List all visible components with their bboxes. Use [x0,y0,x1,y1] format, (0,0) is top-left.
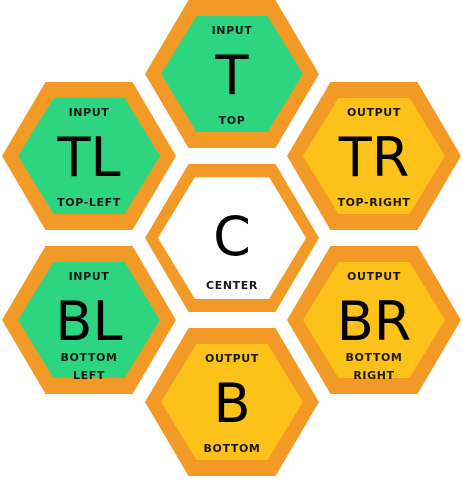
hex-fill [303,262,445,378]
hex-top-right: OUTPUT TR TOP-RIGHT [287,82,461,230]
hex-label-line2: LEFT [73,369,105,382]
hex-role-label: INPUT [212,24,253,37]
hex-label: TOP [219,114,246,127]
hex-code: BL [55,290,122,353]
hex-label: TOP-RIGHT [338,196,411,209]
hex-role-label: INPUT [69,106,110,119]
hex-code: TR [338,126,410,189]
hex-code: B [213,372,250,435]
hex-label: TOP-LEFT [57,196,121,209]
hex-role-label: OUTPUT [347,270,401,283]
hex-fill [158,177,306,299]
hex-center: C CENTER [145,164,319,312]
hex-role-label: INPUT [69,270,110,283]
hex-bottom: OUTPUT B BOTTOM [145,328,319,476]
hex-code: TL [56,126,120,189]
hex-fill [18,98,160,214]
hex-label: BOTTOM [204,442,261,455]
hex-top: INPUT T TOP [145,0,319,148]
hex-code: C [213,205,251,268]
hex-code: BR [337,290,412,353]
hex-role-label: OUTPUT [205,352,259,365]
hex-top-left: INPUT TL TOP-LEFT [2,82,176,230]
hex-label: BOTTOM [61,351,118,364]
hex-label: CENTER [206,279,258,292]
hex-role-label: OUTPUT [347,106,401,119]
hex-fill [161,344,303,460]
hex-code: T [215,44,250,107]
hex-fill [161,16,303,132]
hex-fill [303,98,445,214]
hex-label: BOTTOM [346,351,403,364]
hex-label-line2: RIGHT [353,369,394,382]
hex-fill [18,262,160,378]
